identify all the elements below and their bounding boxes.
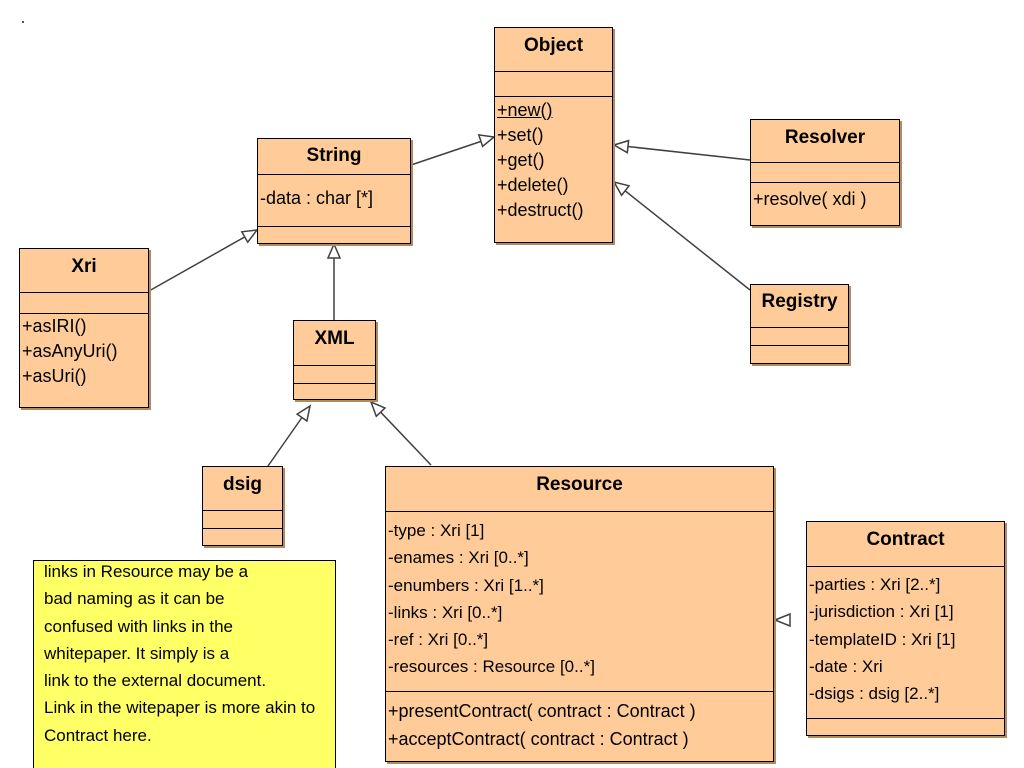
- sticky-note[interactable]: links in Resource may be a bad naming as…: [33, 560, 336, 768]
- edge-resolver-object: [613, 144, 751, 161]
- attribute: -enames : Xri [0..*]: [388, 548, 529, 568]
- operation: +destruct(): [497, 200, 584, 220]
- operation: +asIRI(): [22, 316, 87, 336]
- class-contract[interactable]: Contract -parties : Xri [2..*] -jurisdic…: [806, 521, 1005, 736]
- attribute: -ref : Xri [0..*]: [388, 630, 489, 650]
- operations-section: [807, 718, 1004, 719]
- attribute: -resources : Resource [0..*]: [388, 657, 595, 677]
- arrowhead-contract-resource: [772, 612, 791, 628]
- operation: +set(): [497, 125, 544, 145]
- attributes-section: [495, 71, 612, 97]
- operation: +resolve( xdi ): [753, 189, 867, 209]
- attribute: -type : Xri [1]: [388, 521, 485, 540]
- attribute: -parties : Xri [2..*]: [809, 575, 941, 594]
- attribute: -enumbers : Xri [1..*]: [388, 575, 544, 595]
- attributes-section: -type : Xri [1] -enames : Xri [0..*] -en…: [386, 511, 773, 681]
- operations-section: +asIRI() +asAnyUri() +asUri(): [20, 313, 148, 389]
- class-name-string: String: [306, 145, 362, 166]
- note-line: confused with links in the: [44, 616, 233, 636]
- class-string[interactable]: String -data : char [*]: [257, 138, 411, 244]
- edge-xri-string: [148, 229, 258, 292]
- class-object[interactable]: Object +new() +set() +get() +delete() +d…: [494, 27, 613, 243]
- class-name-dsig: dsig: [222, 474, 263, 495]
- class-resource[interactable]: Resource -type : Xri [1] -enames : Xri […: [385, 466, 774, 762]
- operation: +delete(): [497, 175, 569, 195]
- attributes-section: [20, 292, 148, 314]
- operations-section: +new() +set() +get() +delete() +destruct…: [495, 96, 612, 223]
- class-name-xml: XML: [314, 328, 355, 349]
- operation: +acceptContract( contract : Contract ): [388, 729, 689, 749]
- note-line: whitepaper. It simply is a: [44, 643, 230, 663]
- class-name-registry: Registry: [761, 291, 838, 312]
- edge-string-object: [410, 136, 495, 166]
- operation: +asAnyUri(): [22, 341, 118, 361]
- attribute: -jurisdiction : Xri [1]: [809, 602, 954, 622]
- arrowhead-xri-string: [240, 229, 259, 244]
- arrowhead-resource-xml: [369, 400, 387, 418]
- operations-section: +presentContract( contract : Contract ) …: [386, 691, 773, 753]
- attributes-section: [751, 327, 848, 328]
- note-line: links in Resource may be a: [44, 562, 249, 581]
- class-xri[interactable]: Xri +asIRI() +asAnyUri() +asUri(): [19, 248, 149, 408]
- stray-dot: [22, 21, 24, 23]
- attribute: -data : char [*]: [260, 188, 374, 208]
- attribute: -templateID : Xri [1]: [809, 629, 956, 649]
- attribute: -date : Xri: [809, 656, 883, 676]
- note-text: links in Resource may be a bad naming as…: [34, 558, 335, 749]
- note-line: bad naming as it can be: [44, 589, 225, 609]
- note-line: link to the external document.: [44, 671, 267, 691]
- class-resolver[interactable]: Resolver +resolve( xdi ): [750, 119, 900, 226]
- attributes-section: [751, 162, 899, 183]
- operation: +new(): [497, 100, 553, 120]
- arrowhead-xml-string: [326, 242, 342, 259]
- attributes-section: [294, 365, 375, 366]
- attributes-section: -data : char [*]: [258, 174, 410, 211]
- operation: +get(): [497, 150, 545, 170]
- operations-section: [258, 226, 410, 227]
- attributes-section: -parties : Xri [2..*] -jurisdiction : Xr…: [807, 566, 1004, 707]
- attribute: -links : Xri [0..*]: [388, 602, 503, 622]
- note-line: Contract here.: [44, 725, 152, 745]
- operation: +presentContract( contract : Contract ): [388, 701, 696, 721]
- edge-registry-object: [613, 181, 751, 291]
- class-name-resolver: Resolver: [784, 127, 866, 148]
- class-name-resource: Resource: [536, 474, 623, 495]
- operations-section: [203, 528, 282, 529]
- operations-section: [751, 345, 848, 346]
- arrowhead-dsig-xml: [295, 404, 312, 423]
- attributes-section: [203, 510, 282, 511]
- operation: +asUri(): [22, 366, 87, 386]
- note-line: Link in the witepaper is more akin to: [44, 698, 316, 718]
- class-dsig[interactable]: dsig: [202, 466, 283, 546]
- class-xml[interactable]: XML: [293, 320, 376, 400]
- arrowhead-resolver-object: [612, 139, 630, 154]
- arrowhead-string-object: [477, 133, 496, 148]
- class-name-object: Object: [523, 35, 584, 56]
- operations-section: [294, 383, 375, 384]
- class-registry[interactable]: Registry: [750, 284, 849, 364]
- attribute: -dsigs : dsig [2..*]: [809, 684, 940, 704]
- operations-section: +resolve( xdi ): [751, 182, 899, 212]
- arrowhead-registry-object: [612, 180, 631, 197]
- class-name-xri: Xri: [71, 256, 97, 277]
- class-name-contract: Contract: [866, 529, 945, 550]
